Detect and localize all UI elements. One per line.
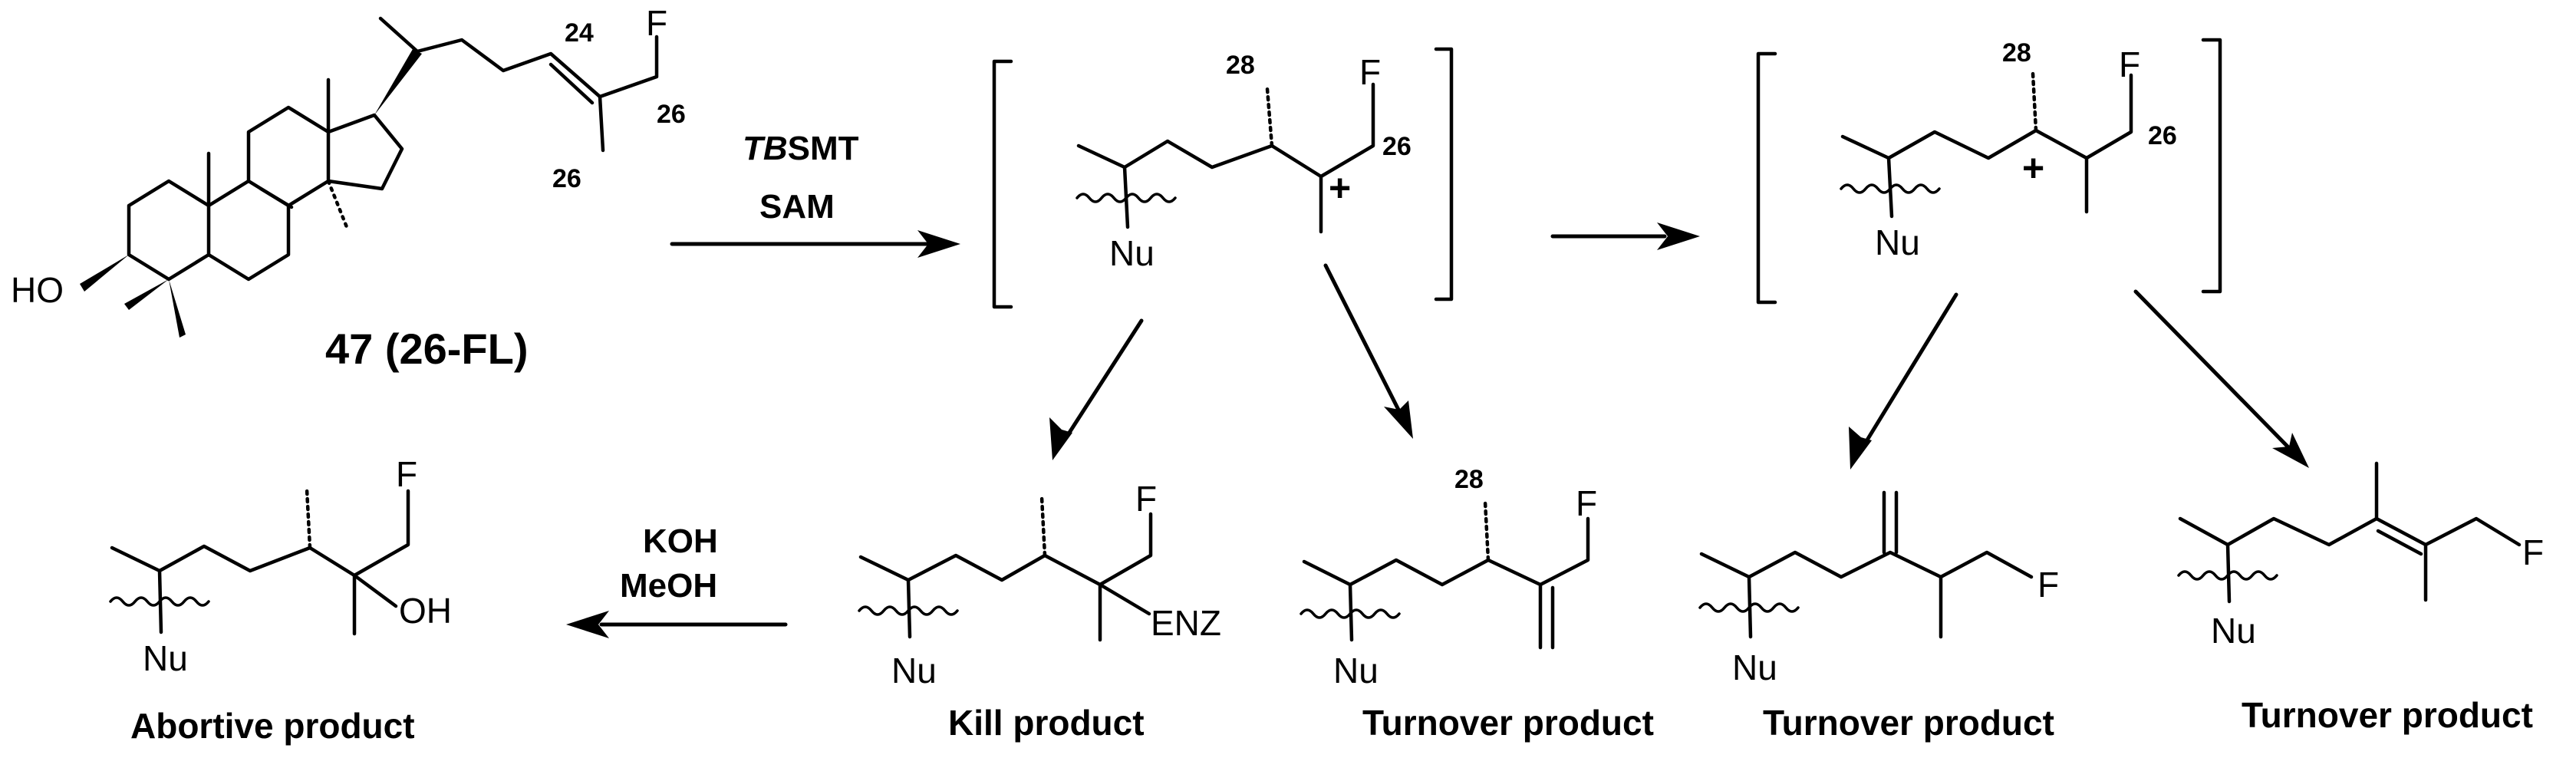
- c14-methyl: [326, 179, 349, 229]
- arrow-methylation: TBSMT SAM: [670, 130, 960, 258]
- cofactor-label: SAM: [759, 188, 835, 226]
- locant-26-top: 26: [657, 100, 686, 129]
- chain-bonds: [1699, 550, 2034, 579]
- right-bracket: [1434, 47, 1454, 302]
- enzyme-label: TBSMT: [743, 130, 859, 167]
- c28-methyl: [1265, 87, 1274, 148]
- fluorine-label: F: [1135, 479, 1157, 519]
- arrow-to-turnover-3: [2133, 289, 2309, 468]
- methyl: [305, 487, 312, 550]
- nucleophile-label: Nu: [143, 638, 188, 678]
- chain-bonds: [2178, 516, 2522, 547]
- kill-caption: Kill product: [948, 703, 1145, 743]
- left-bracket: [1756, 51, 1777, 305]
- c27-methyl: [598, 94, 605, 153]
- nucleophile-label: Nu: [1732, 648, 1777, 687]
- turnover-product-1: Nu F 28 Turnover product: [1300, 465, 1654, 743]
- turnover-3-caption: Turnover product: [2242, 695, 2533, 735]
- turnover-product-3: Nu F Turnover product: [2177, 461, 2544, 735]
- chain-bonds: [1840, 73, 2133, 160]
- c28-methyl: [2031, 71, 2038, 133]
- abortive-product: Nu F OH Abortive product: [109, 454, 452, 746]
- fluorine-label: F: [396, 454, 417, 494]
- carbocation-charge: +: [2022, 147, 2044, 190]
- locant-26: 26: [2148, 121, 2177, 150]
- c28-methyl: [1483, 499, 1491, 562]
- turnover-1-caption: Turnover product: [1362, 703, 1654, 743]
- ring-a-bonds: [127, 179, 211, 282]
- methyl: [1039, 495, 1047, 558]
- fluorine-label: F: [1576, 483, 1597, 523]
- locant-28: 28: [1454, 465, 1484, 494]
- fluorine-label: F: [2037, 565, 2059, 605]
- fluorine-label: F: [1359, 52, 1381, 92]
- locant-24: 24: [565, 18, 594, 48]
- intermediate-2: Nu F 28 26 +: [1756, 38, 2222, 305]
- turnover-2-caption: Turnover product: [1763, 703, 2054, 743]
- fluorine-label: F: [646, 3, 667, 43]
- nucleophile-label: Nu: [1875, 222, 1920, 262]
- c24-c25-double-bond: [548, 62, 595, 105]
- base-label: KOH: [643, 522, 718, 560]
- hydroxyl-label: OH: [399, 591, 452, 631]
- ring-c-bonds: [246, 105, 331, 208]
- kill-product: Nu F ENZ Kill product: [858, 479, 1221, 743]
- locant-26-bottom: 26: [552, 164, 581, 193]
- carbocation-charge: +: [1329, 166, 1351, 209]
- c3-oh-wedge: [80, 255, 129, 292]
- starting-material-47: HO F 24 26 26 47 (26-FL): [11, 3, 686, 373]
- fluorine-label: F: [2522, 532, 2544, 572]
- enz-bond: [1098, 582, 1151, 616]
- ring-b-bonds: [206, 179, 291, 282]
- arrow-to-kill-product: [1049, 318, 1144, 460]
- chain-bonds: [1076, 82, 1375, 179]
- nucleophile-label: Nu: [891, 651, 937, 690]
- intermediate-1: Nu F 28 26 +: [992, 47, 1454, 309]
- locant-28: 28: [2002, 38, 2031, 68]
- left-bracket: [992, 59, 1013, 309]
- ring-d-bonds: [326, 113, 404, 191]
- oh-bond: [352, 573, 398, 608]
- hydroxyl-label: HO: [11, 270, 64, 310]
- chain-bonds: [110, 489, 410, 578]
- turnover-product-2: Nu F Turnover product: [1698, 490, 2059, 743]
- chain-bonds: [858, 512, 1153, 587]
- arrow-hydride-shift: [1550, 222, 1700, 250]
- nucleophile-label: Nu: [2211, 611, 2256, 651]
- c4-methyl-wedge-2: [169, 279, 186, 338]
- locant-26: 26: [1382, 132, 1412, 161]
- chain-bonds: [1302, 516, 1590, 587]
- c8-c9-double-bond: [259, 186, 294, 209]
- solvent-label: MeOH: [620, 567, 717, 605]
- tetrasubstituted-double-bond: [2376, 529, 2423, 556]
- enzyme-label: ENZ: [1151, 603, 1221, 643]
- arrow-to-turnover-2: [1849, 292, 1958, 470]
- compound-label: 47 (26-FL): [325, 325, 529, 373]
- nucleophile-label: Nu: [1109, 233, 1155, 273]
- arrow-to-turnover-1: [1323, 263, 1413, 439]
- locant-28: 28: [1226, 51, 1255, 80]
- abortive-caption: Abortive product: [130, 706, 415, 746]
- nucleophile-label: Nu: [1333, 651, 1379, 690]
- arrow-to-abortive-product: KOH MeOH: [566, 522, 788, 638]
- side-chain-bonds: [415, 38, 602, 99]
- right-bracket: [2201, 38, 2222, 294]
- c4-methyl-wedge: [124, 279, 169, 310]
- c17-side-chain-wedge: [374, 49, 422, 115]
- fluorine-label: F: [2119, 44, 2140, 84]
- c26-fluoromethyl: [598, 35, 659, 99]
- c21-methyl: [378, 16, 420, 54]
